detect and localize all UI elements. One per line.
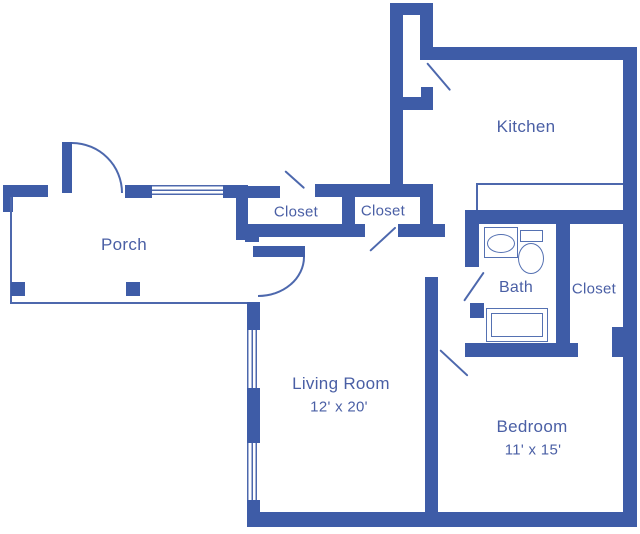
wall-closet-right-side <box>420 197 433 225</box>
porch-post-right <box>126 282 140 296</box>
wall-closet-left-top <box>248 186 280 198</box>
kitchen-counter-left-line <box>476 183 478 211</box>
wall-porch-window-left-jamb <box>125 185 152 198</box>
wall-hall-bottom-right <box>398 224 445 237</box>
wall-bath-left-upper <box>465 224 479 267</box>
room-label-closet-left: Closet <box>273 203 319 221</box>
door-swing-closet-right <box>369 226 397 252</box>
porch-post-left <box>11 282 25 296</box>
room-label-bedroom-closet: Closet <box>571 280 617 298</box>
wall-closet-jamb-stub <box>612 327 624 343</box>
porch-edge-bottom <box>10 302 248 304</box>
wall-closets-mid-divider <box>342 184 355 225</box>
door-swing-closet-left <box>284 170 306 190</box>
room-label-closet-right: Closet <box>360 202 406 220</box>
wall-living-left-1 <box>247 302 260 330</box>
porch-edge-left <box>10 197 12 304</box>
wall-bath-left-stub <box>470 303 484 318</box>
wall-kitchen-top <box>420 47 637 60</box>
toilet-bowl <box>518 243 544 274</box>
door-arc-living-room <box>258 257 305 297</box>
room-label-bedroom: Bedroom <box>496 417 568 436</box>
wall-bath-closet-divider <box>556 224 570 343</box>
room-label-living-room: Living Room <box>292 374 390 393</box>
kitchen-counter-top-line <box>476 183 623 185</box>
wall-entry-right-stub <box>420 12 433 48</box>
wall-closets-top-long <box>315 184 433 197</box>
toilet-tank <box>520 230 543 242</box>
wall-living-left-2 <box>247 388 260 443</box>
wall-entry-jamb-horizontal <box>403 97 433 110</box>
wall-closets-bottom-corner <box>245 224 259 242</box>
room-label-kitchen: Kitchen <box>496 117 556 136</box>
room-label-bath: Bath <box>498 279 534 296</box>
wall-living-left-3 <box>247 500 260 527</box>
window-living-lower <box>247 443 260 500</box>
room-dimensions-living-room: 12' x 20' <box>310 398 368 416</box>
sink-basin <box>487 234 515 253</box>
door-arc-porch <box>72 142 123 193</box>
bathtub-inner <box>491 313 543 337</box>
room-label-porch: Porch <box>101 235 147 254</box>
window-living-upper <box>247 330 260 388</box>
room-dimensions-bedroom: 11' x 15' <box>504 441 562 459</box>
wall-porch-window-right-jamb <box>223 185 248 198</box>
wall-bath-top <box>465 210 637 224</box>
wall-right-outer <box>623 47 637 527</box>
wall-closet-bottom-right <box>612 343 637 357</box>
wall-porch-top-left <box>3 185 48 197</box>
door-leaf-porch <box>62 142 72 193</box>
wall-bath-bottom <box>465 343 578 357</box>
door-leaf-living-room <box>253 246 305 257</box>
wall-closets-bottom-left <box>245 224 365 237</box>
wall-porch-corner-block <box>3 185 13 212</box>
window-porch <box>152 185 223 198</box>
door-swing-bath <box>463 271 485 302</box>
wall-entry-left <box>390 3 403 195</box>
wall-bottom-outer <box>247 512 637 527</box>
wall-living-bedroom-divider <box>425 277 438 517</box>
